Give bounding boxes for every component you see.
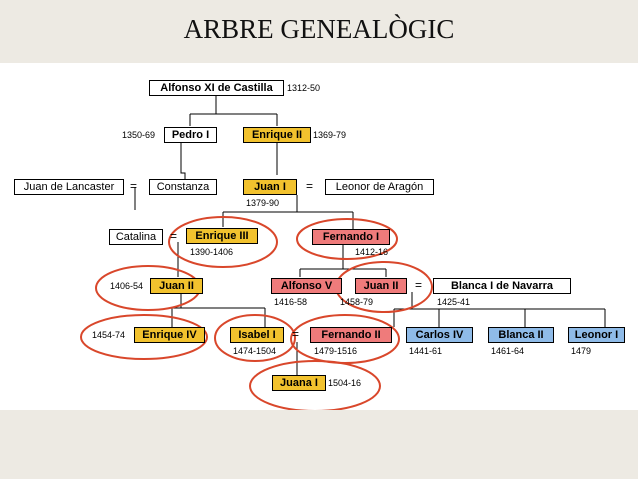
person-alfonso-xi: Alfonso XI de Castilla [149,80,284,96]
person-catalina: Catalina [109,229,163,245]
family-tree-panel: Alfonso XI de Castilla 1312-50 1350-69 P… [0,63,638,410]
dates-blanca-ii: 1461-64 [491,346,525,356]
dates-juan-ii-aragon: 1458-79 [340,297,374,307]
person-fernando-ii: Fernando II [310,327,392,343]
dates-enrique-iv: 1454-74 [92,330,126,340]
tree-connectors [80,96,606,410]
dates-juan-ii-castilla: 1406-54 [110,281,144,291]
person-juana-i: Juana I [272,375,326,391]
person-juan-ii-aragon: Juan II [355,278,407,294]
person-alfonso-v: Alfonso V [271,278,342,294]
highlight-circle-enrique-iii [168,216,278,268]
dates-blanca-i-de-navarra: 1425-41 [437,297,471,307]
person-enrique-iv: Enrique IV [134,327,205,343]
person-fernando-i: Fernando I [312,229,390,245]
person-isabel-i: Isabel I [230,327,284,343]
marriage-symbol-lancaster: = [130,179,138,193]
person-leonor-i: Leonor I [568,327,625,343]
marriage-symbol-juan-ii-aragon: = [415,278,423,292]
connector-juaniiaragon-children [393,292,606,327]
person-juan-de-lancaster: Juan de Lancaster [14,179,124,195]
person-juan-i: Juan I [243,179,297,195]
marriage-symbol-catalina: = [170,229,178,243]
marriage-symbol-isabel: = [292,327,300,341]
person-enrique-ii: Enrique II [243,127,311,143]
person-constanza: Constanza [149,179,217,195]
person-pedro-i: Pedro I [164,127,217,143]
page-title: ARBRE GENEALÒGIC [183,14,455,44]
dates-alfonso-v: 1416-58 [274,297,308,307]
dates-leonor-i: 1479 [571,346,592,356]
dates-juana-i: 1504-16 [328,378,362,388]
connector-alfonso-children [189,96,278,126]
person-leonor-de-aragon: Leonor de Aragón [325,179,434,195]
connector-juani-children [222,195,354,229]
dates-fernando-i: 1412-16 [355,247,389,257]
connector-fernandoi-children [299,243,387,277]
dates-alfonso-xi: 1312-50 [287,83,321,93]
dates-enrique-ii: 1369-79 [313,130,347,140]
person-blanca-i-de-navarra: Blanca I de Navarra [433,278,571,294]
highlight-circle-juana-i [249,360,381,410]
person-blanca-ii: Blanca II [488,327,554,343]
connector-juanii-children [171,293,266,327]
dates-juan-i: 1379-90 [246,198,280,208]
connector-pedro-constanza [180,142,186,179]
highlight-circle-fernando-i [296,218,398,260]
dates-pedro-i: 1350-69 [122,130,156,140]
highlight-circle-enrique-iv [80,314,208,360]
person-carlos-iv: Carlos IV [406,327,473,343]
dates-enrique-iii: 1390-1406 [190,247,234,257]
person-enrique-iii: Enrique III [186,228,258,244]
dates-fernando-ii: 1479-1516 [314,346,358,356]
marriage-symbol-juan-i: = [306,179,314,193]
person-juan-ii-castilla: Juan II [150,278,203,294]
highlight-circle-isabel-i [214,314,296,362]
dates-isabel-i: 1474-1504 [233,346,277,356]
dates-carlos-iv: 1441-61 [409,346,443,356]
